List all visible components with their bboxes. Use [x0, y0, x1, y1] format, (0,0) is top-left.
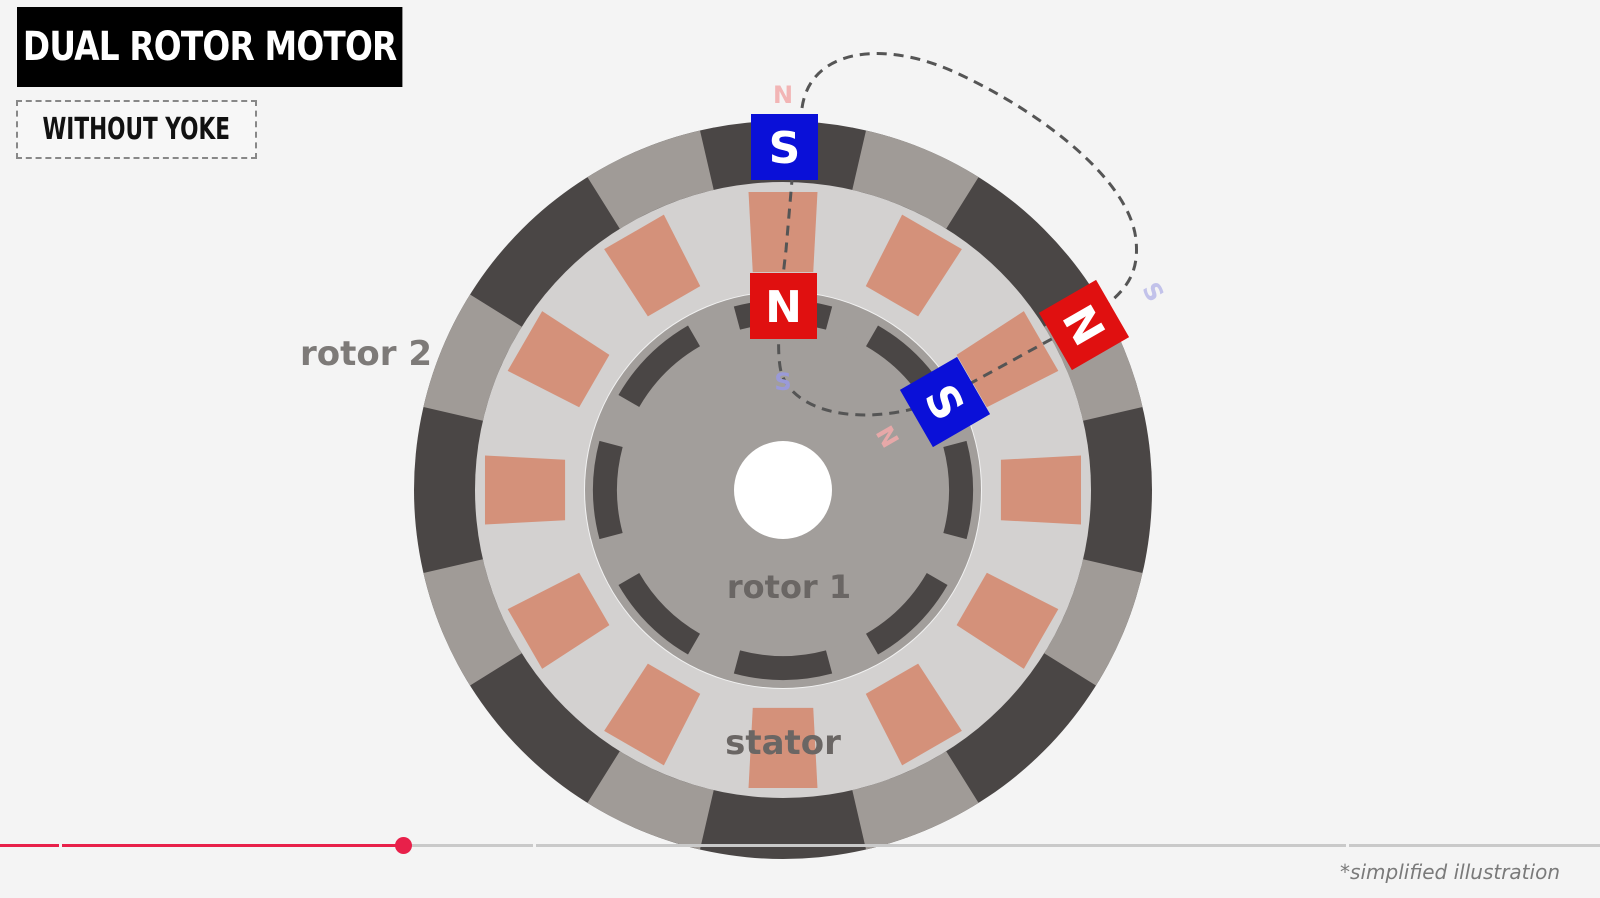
stator-coil: [748, 707, 818, 789]
rotor-1-segment: [943, 440, 973, 540]
rotor-2-segment: [1044, 559, 1143, 686]
rotor-2-segment: [423, 294, 522, 421]
stator-coil: [865, 214, 962, 317]
rotor-2-segment: [852, 751, 979, 850]
stator-coil: [507, 311, 610, 408]
magnet-outer-top: S: [751, 114, 818, 180]
stator-coil: [604, 663, 701, 766]
rotor-2-label: rotor 2: [300, 334, 432, 374]
chapter-marker: [1346, 843, 1349, 848]
flux-path-icon: [777, 52, 1139, 417]
chapter-marker: [59, 843, 62, 848]
title-banner: DUAL ROTOR MOTOR: [17, 7, 403, 87]
page-title: DUAL ROTOR MOTOR: [22, 24, 397, 70]
rotor-1-segment: [618, 573, 700, 655]
rotor-1-segment: [733, 650, 833, 680]
magnet-pole-label: N: [765, 282, 802, 333]
footnote: *simplified illustration: [1340, 860, 1560, 884]
stator-coil: [1000, 455, 1082, 525]
rotor-2-segment: [587, 751, 714, 850]
stator-coil: [604, 214, 701, 317]
rotor-2-segment: [587, 130, 714, 229]
chapter-marker: [533, 843, 536, 848]
stator-coil: [484, 455, 566, 525]
stator-coil: [865, 663, 962, 766]
progress-track[interactable]: [0, 844, 1600, 847]
progress-played: [0, 844, 404, 847]
progress-scrubber-handle[interactable]: [394, 837, 412, 854]
rotor-2-segment: [423, 559, 522, 686]
stator-coil: [956, 311, 1059, 408]
stator-coil: [956, 572, 1059, 669]
ghost-pole-s-right: S: [1136, 278, 1169, 307]
subtitle-banner: WITHOUT YOKE: [16, 100, 257, 159]
magnet-inner-right: S: [899, 356, 991, 448]
rotor-1-label: rotor 1: [727, 568, 851, 606]
page-subtitle: WITHOUT YOKE: [42, 112, 231, 147]
ghost-pole-n-top: N: [773, 81, 793, 109]
rotor-1-segment: [618, 325, 700, 407]
ghost-pole-s-inner: S: [774, 368, 791, 396]
rotor-1-segment: [866, 573, 948, 655]
magnet-pole-label: S: [769, 123, 801, 174]
rotor-1: [585, 292, 981, 688]
magnet-inner-top: N: [750, 273, 817, 339]
stator-coil: [748, 191, 818, 273]
rotor-1-segment: [593, 440, 623, 540]
rotor-2-segment: [852, 130, 979, 229]
magnet-outer-right: N: [1038, 279, 1130, 371]
shaft-hole: [734, 441, 832, 539]
stator-coil: [507, 572, 610, 669]
stator-label: stator: [725, 723, 841, 763]
